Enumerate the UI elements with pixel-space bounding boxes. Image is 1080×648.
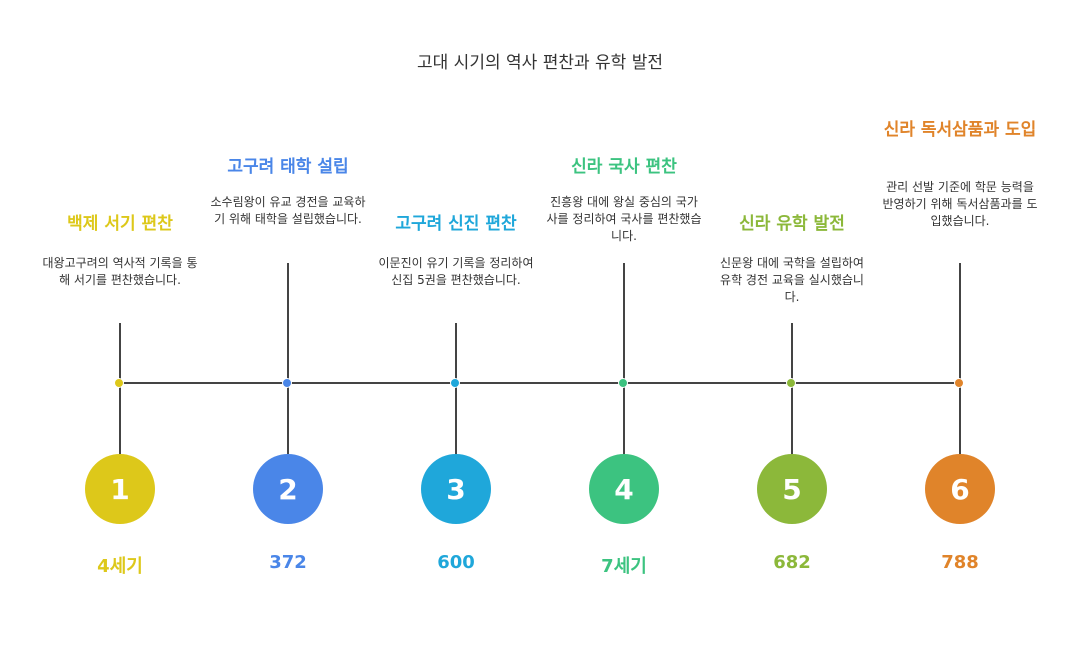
event-number-circle: 2: [253, 454, 323, 524]
timeline-event-2: 고구려 태학 설립 소수림왕이 유교 경전을 교육하기 위해 태학을 설립했습니…: [204, 0, 372, 648]
event-connector: [455, 323, 457, 454]
event-description: 진흥왕 대에 왕실 중심의 국가사를 정리하여 국사를 편찬했습니다.: [546, 195, 702, 243]
event-marker-dot: [954, 378, 964, 388]
event-description: 관리 선발 기준에 학문 능력을 반영하기 위해 독서삼품과를 도입했습니다.: [882, 180, 1038, 228]
timeline-event-1: 백제 서기 편찬 대왕고구려의 역사적 기록을 통해 서기를 편찬했습니다. 1…: [36, 0, 204, 648]
event-year: 788: [941, 552, 979, 573]
event-heading: 고구려 신진 편찬: [395, 214, 517, 234]
event-number-circle: 3: [421, 454, 491, 524]
timeline-event-5: 신라 유학 발전 신문왕 대에 국학을 설립하여 유학 경전 교육을 실시했습니…: [708, 0, 876, 648]
event-marker-dot: [618, 378, 628, 388]
event-heading: 신라 유학 발전: [739, 214, 845, 234]
diagram-title: 고대 시기의 역사 편찬과 유학 발전: [417, 53, 663, 73]
timeline-event-4: 신라 국사 편찬 진흥왕 대에 왕실 중심의 국가사를 정리하여 국사를 편찬했…: [540, 0, 708, 648]
event-number-circle: 5: [757, 454, 827, 524]
event-heading: 고구려 태학 설립: [227, 157, 349, 177]
event-heading: 신라 국사 편찬: [571, 157, 677, 177]
event-number-circle: 4: [589, 454, 659, 524]
event-marker-dot: [450, 378, 460, 388]
event-description: 이문진이 유기 기록을 정리하여 신집 5권을 편찬했습니다.: [378, 256, 534, 287]
event-description: 신문왕 대에 국학을 설립하여 유학 경전 교육을 실시했습니다.: [720, 256, 864, 304]
event-year: 372: [269, 552, 307, 573]
event-year: 7세기: [601, 556, 647, 577]
event-description: 소수림왕이 유교 경전을 교육하기 위해 태학을 설립했습니다.: [210, 195, 366, 226]
timeline-event-6: 신라 독서삼품과 도입 관리 선발 기준에 학문 능력을 반영하기 위해 독서삼…: [876, 0, 1044, 648]
timeline-event-3: 고구려 신진 편찬 이문진이 유기 기록을 정리하여 신집 5권을 편찬했습니다…: [372, 0, 540, 648]
event-heading: 신라 독서삼품과 도입: [883, 120, 1037, 140]
event-number-circle: 6: [925, 454, 995, 524]
event-connector: [959, 263, 961, 454]
event-year: 682: [773, 552, 811, 573]
event-number-circle: 1: [85, 454, 155, 524]
event-connector: [119, 323, 121, 454]
event-heading: 백제 서기 편찬: [67, 214, 173, 234]
event-marker-dot: [114, 378, 124, 388]
event-connector: [791, 323, 793, 454]
event-year: 4세기: [97, 556, 143, 577]
event-marker-dot: [786, 378, 796, 388]
event-marker-dot: [282, 378, 292, 388]
timeline-axis: [120, 382, 960, 384]
event-connector: [287, 263, 289, 454]
event-connector: [623, 263, 625, 454]
event-year: 600: [437, 552, 475, 573]
event-description: 대왕고구려의 역사적 기록을 통해 서기를 편찬했습니다.: [42, 256, 198, 287]
